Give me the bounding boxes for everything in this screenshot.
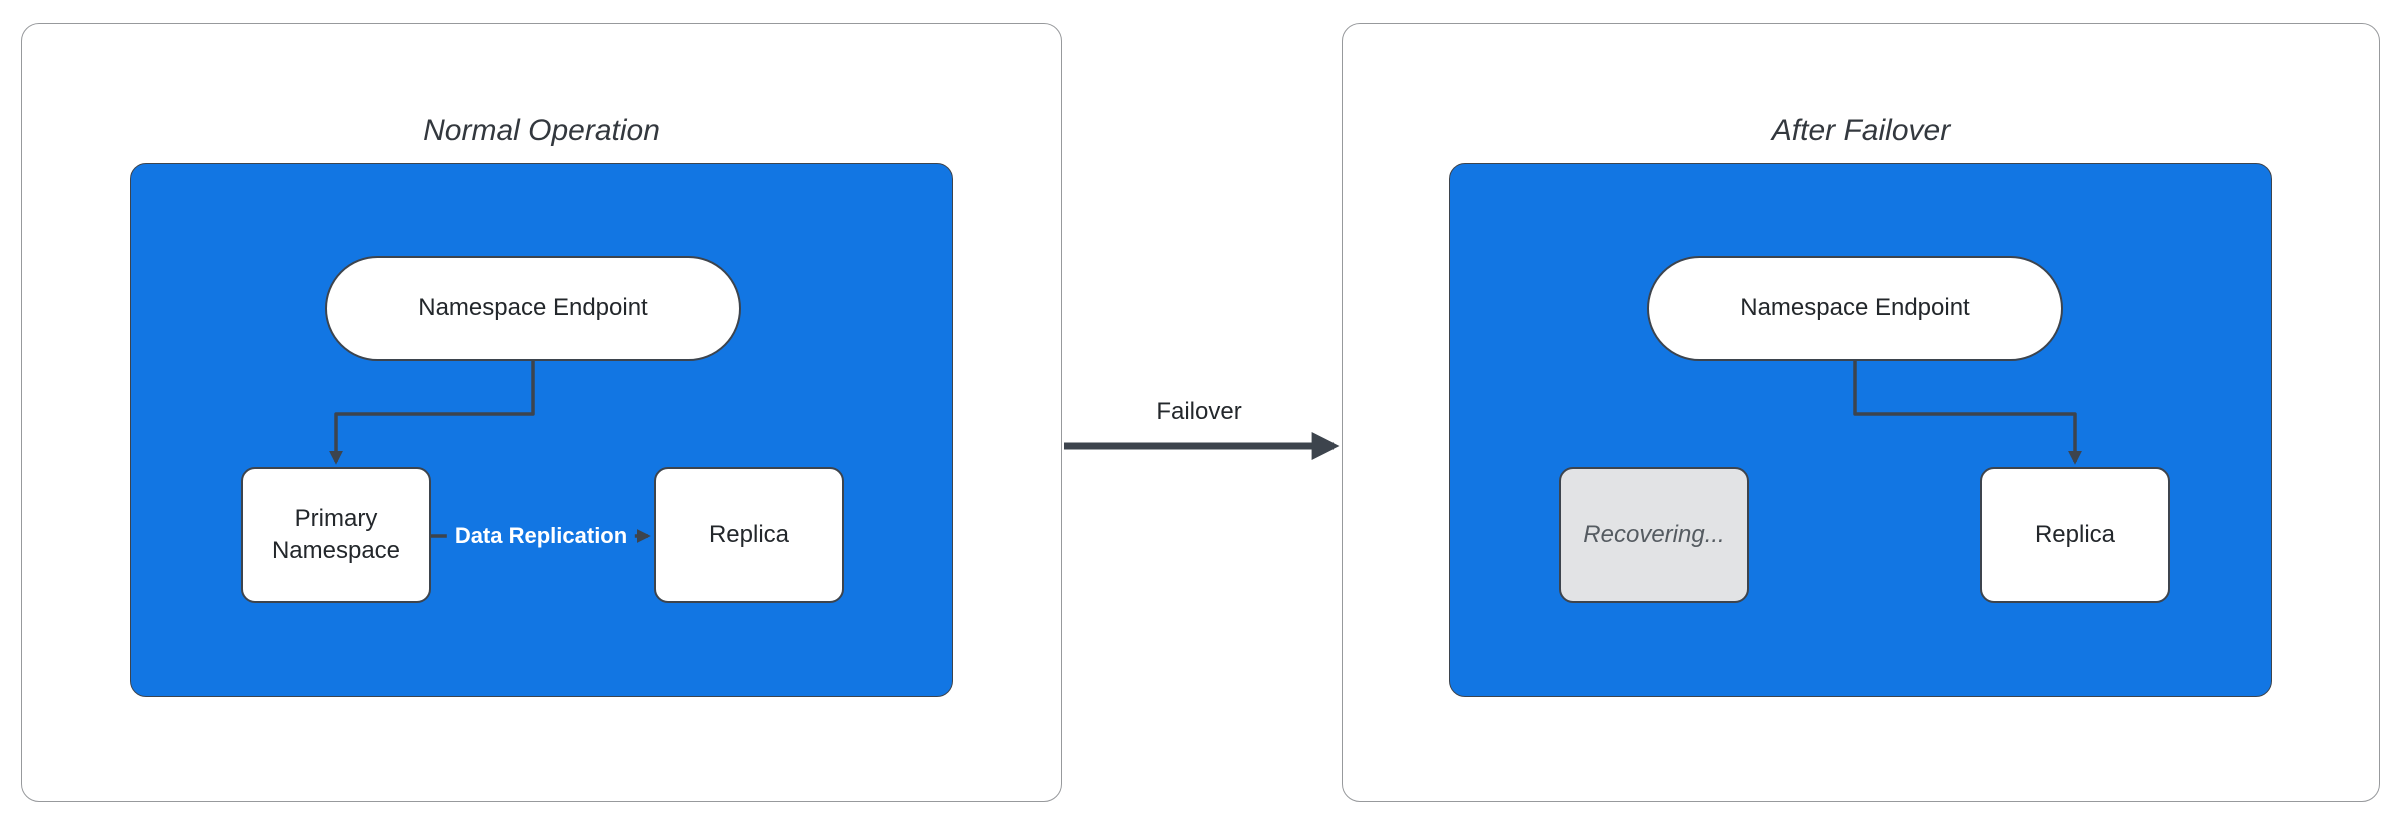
data-replication-label: Data Replication xyxy=(446,520,636,552)
node-primary-namespace: Primary Namespace xyxy=(241,467,431,603)
cluster-after xyxy=(1449,163,2272,697)
cluster-normal xyxy=(130,163,953,697)
node-label: Replica xyxy=(2034,520,2116,548)
failover-label: Failover xyxy=(1150,396,1248,428)
panel-title-normal-operation: Normal Operation xyxy=(423,114,660,147)
node-namespace-endpoint-normal: Namespace Endpoint xyxy=(325,256,741,361)
node-namespace-endpoint-after: Namespace Endpoint xyxy=(1647,256,2063,361)
node-replica-after: Replica xyxy=(1980,467,2170,603)
node-label: Namespace Endpoint xyxy=(418,294,648,322)
node-label: Namespace Endpoint xyxy=(1740,294,1970,322)
node-label: Recovering... xyxy=(1583,520,1725,548)
node-label: Primary Namespace xyxy=(271,504,401,564)
node-replica-normal: Replica xyxy=(654,467,844,603)
panel-title-after-failover: After Failover xyxy=(1771,114,1951,147)
node-recovering: Recovering... xyxy=(1559,467,1749,603)
node-label: Replica xyxy=(708,520,790,548)
